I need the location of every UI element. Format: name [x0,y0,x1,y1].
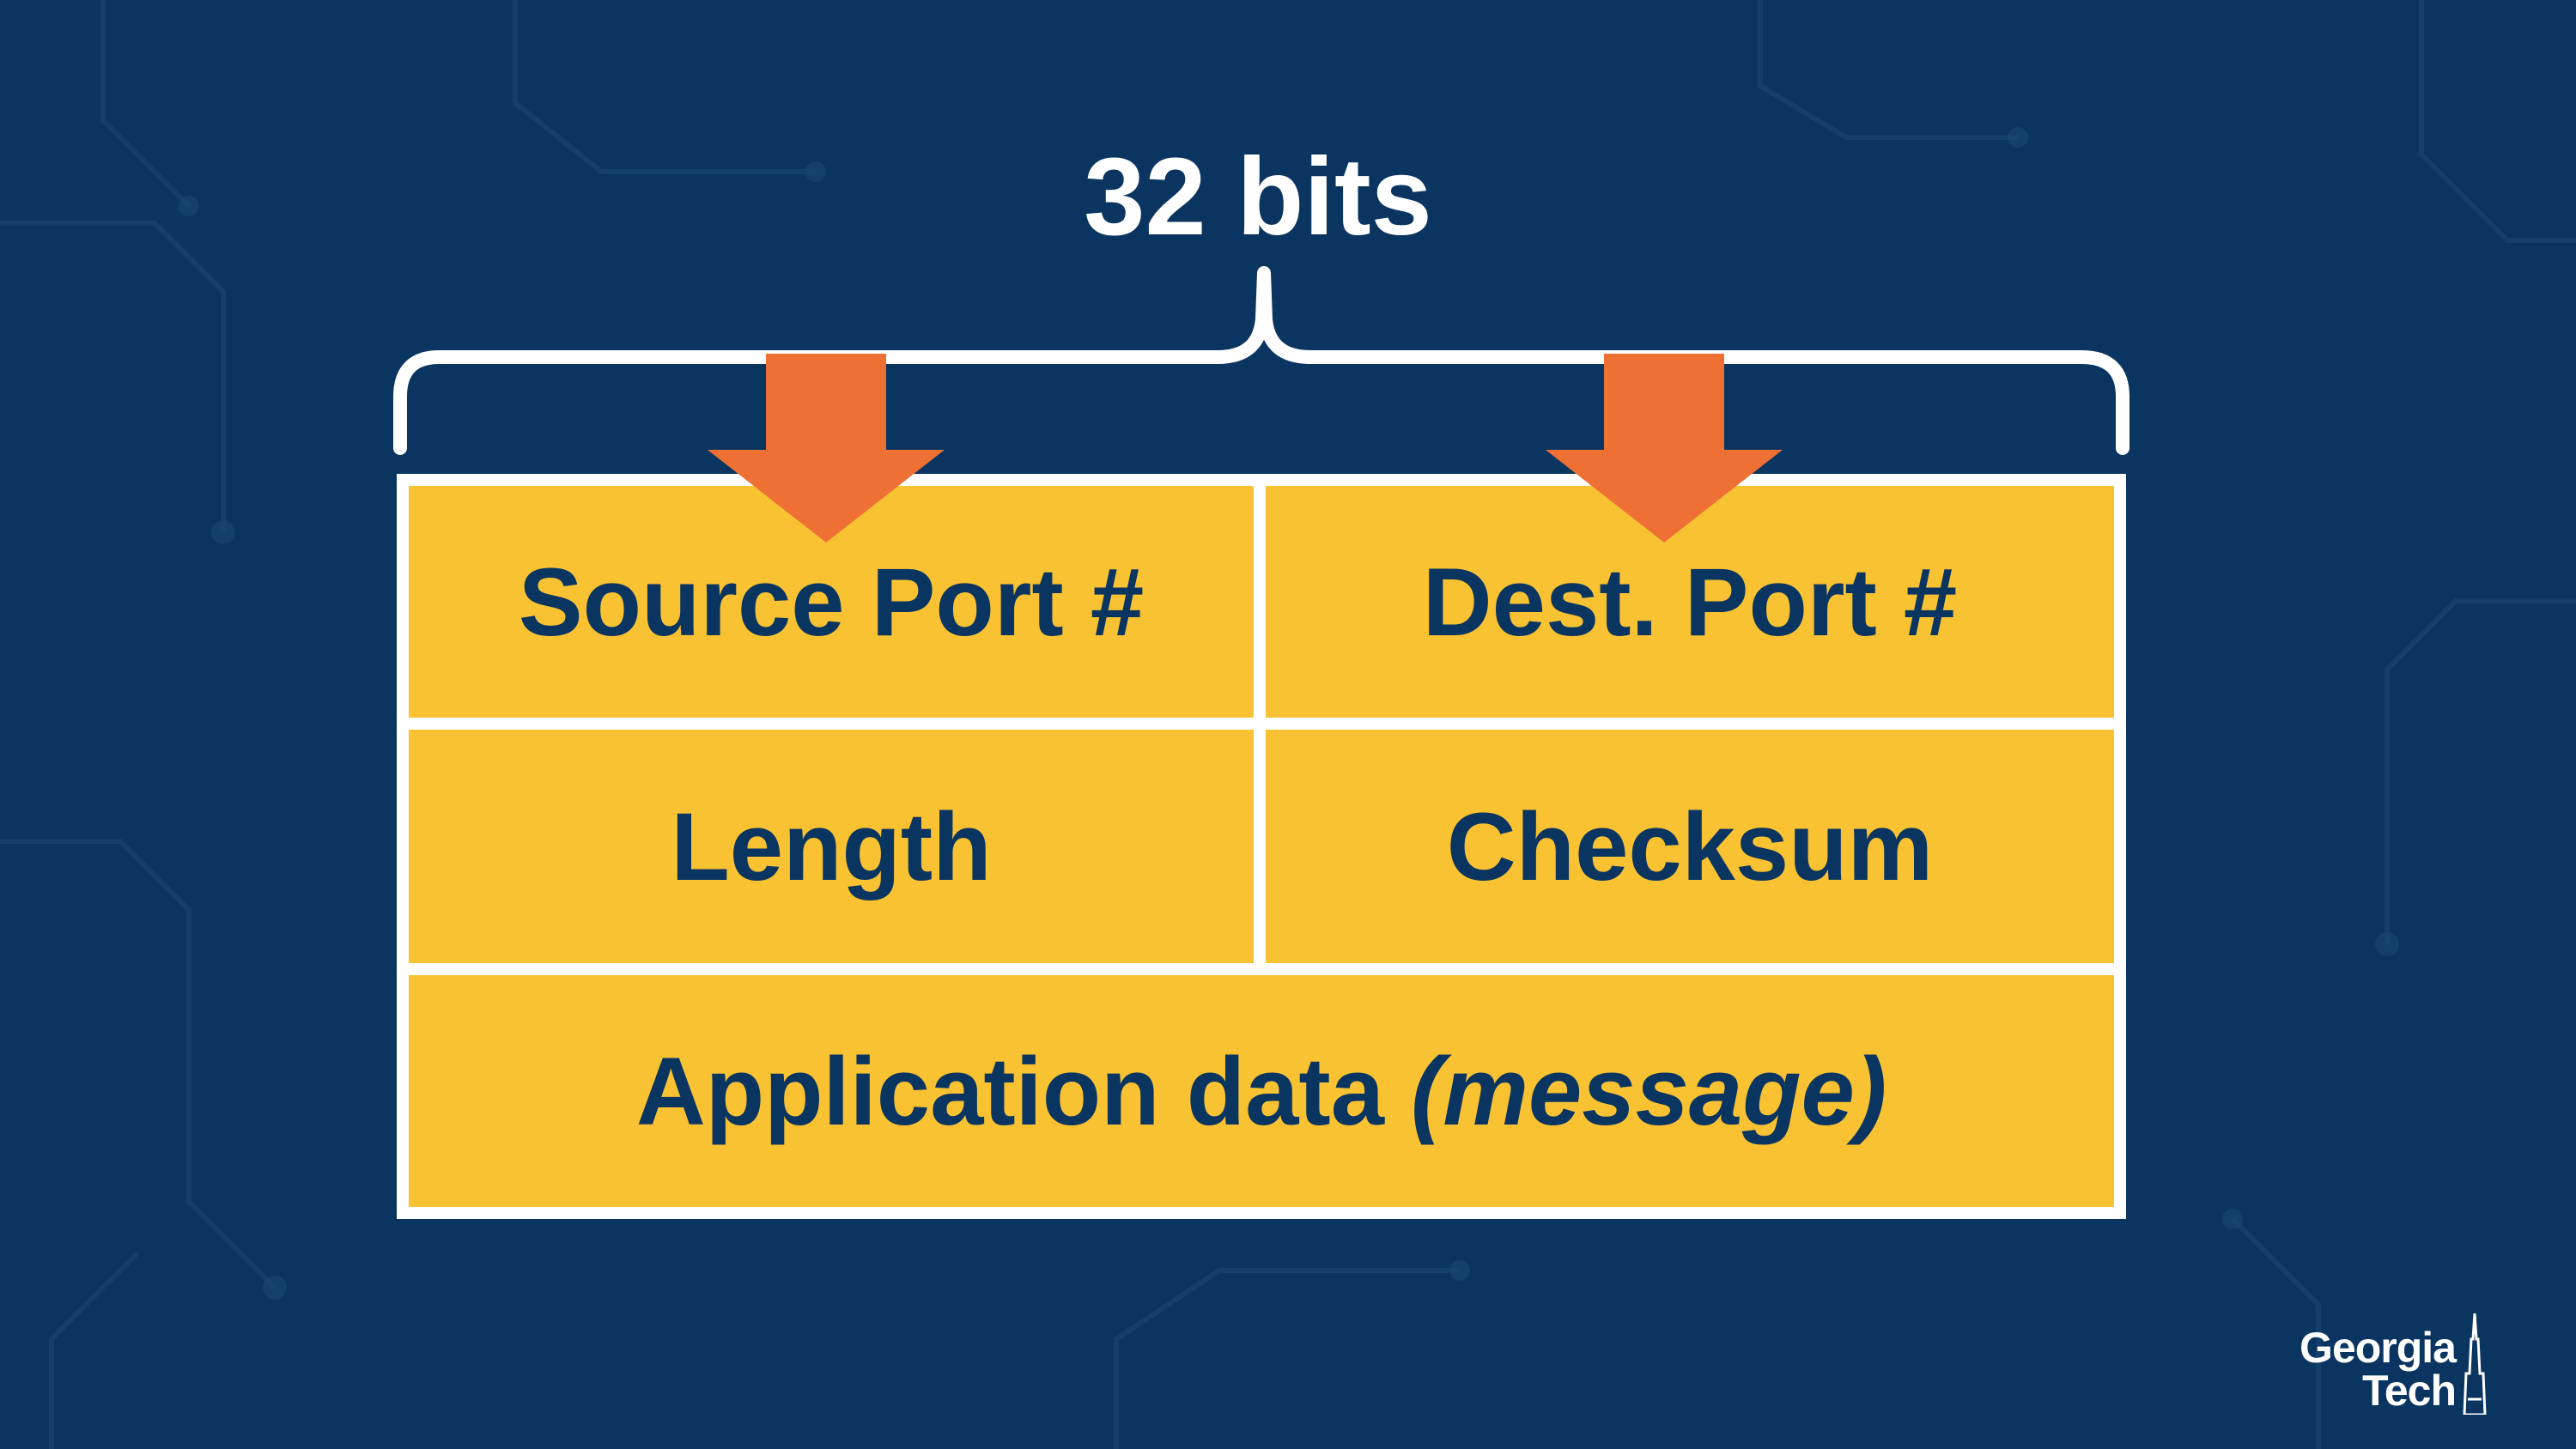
width-label: 32 bits [1084,136,1432,258]
georgia-tech-logo: Georgia Tech [2250,1313,2490,1416]
field-checksum: Checksum [1266,730,2114,963]
field-source-port-label: Source Port # [518,548,1145,656]
arrow-down-icon [708,354,945,543]
field-application-data: Application data (message) [409,975,2114,1207]
udp-header-table: Source Port # Dest. Port # Length Checks… [397,474,2126,1219]
tech-tower-icon [2463,1313,2487,1415]
field-application-data-note: (message) [1411,1037,1887,1145]
field-dest-port: Dest. Port # [1266,486,2114,718]
field-length: Length [409,730,1254,963]
field-dest-port-label: Dest. Port # [1422,548,1958,656]
field-checksum-label: Checksum [1446,792,1934,900]
field-application-data-label: Application data [635,1037,1384,1145]
field-length-label: Length [671,792,992,900]
logo-line1: Georgia [2300,1324,2457,1372]
arrow-down-icon [1546,354,1783,543]
logo-line2: Tech [2362,1367,2457,1415]
